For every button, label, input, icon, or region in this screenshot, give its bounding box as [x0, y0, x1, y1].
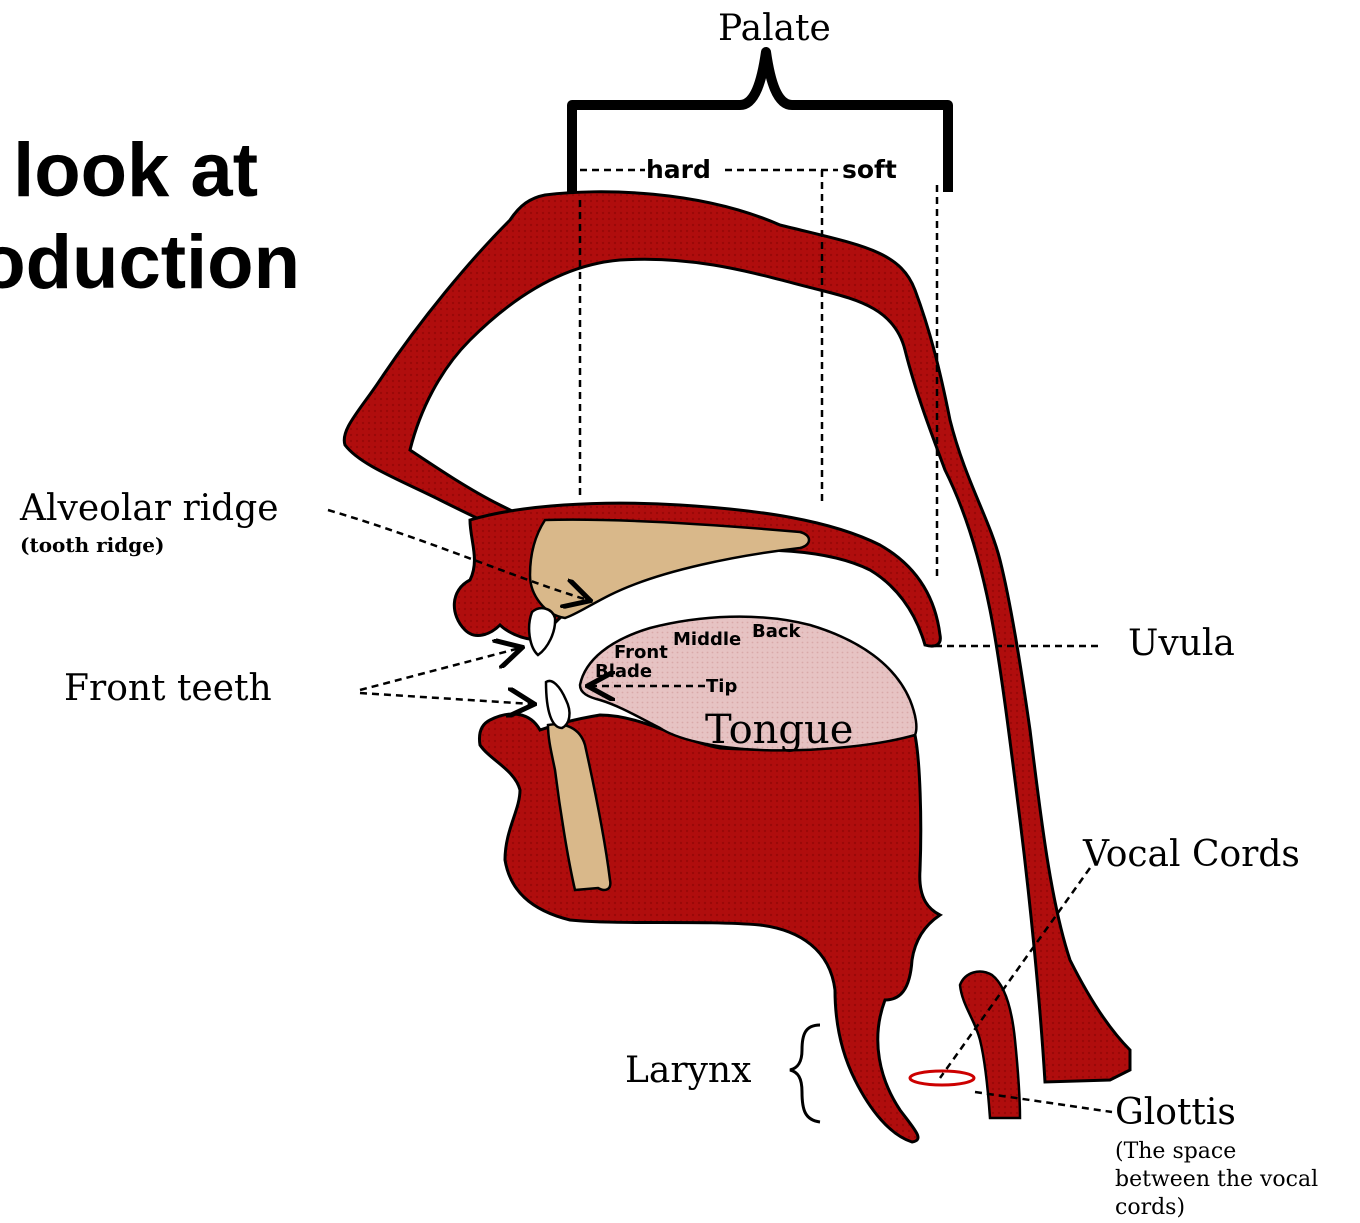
glottis-note-line-3: cords) [1115, 1195, 1185, 1220]
front-teeth-leader-lower [360, 693, 532, 704]
hard-palate-label: hard [646, 155, 711, 184]
tooth-ridge-label: (tooth ridge) [20, 533, 164, 557]
alveolar-ridge-label: Alveolar ridge [19, 488, 279, 529]
upper-jaw-bone [530, 520, 809, 618]
tongue-front-label: Front [614, 642, 668, 663]
tongue-middle-label: Middle [673, 629, 741, 650]
front-teeth-label: Front teeth [64, 668, 272, 709]
tongue-blade-label: Blade [595, 661, 652, 682]
glottis-label: Glottis [1115, 1092, 1236, 1133]
soft-palate-label: soft [842, 155, 897, 184]
upper-front-tooth [529, 608, 555, 655]
palate-label: Palate [718, 8, 831, 49]
vocal-cords-label: Vocal Cords [1082, 834, 1300, 875]
larynx-brace [790, 1025, 820, 1122]
front-teeth-leader-upper [360, 648, 520, 690]
tongue-back-label: Back [752, 621, 802, 642]
larynx-label: Larynx [625, 1050, 751, 1091]
tongue-tip-label: Tip [706, 676, 737, 697]
tongue-label: Tongue [705, 707, 853, 753]
uvula-label: Uvula [1128, 623, 1235, 664]
glottis-note-line-1: (The space [1115, 1139, 1236, 1164]
glottis-note-line-2: between the vocal [1115, 1167, 1318, 1192]
lower-front-tooth [546, 681, 569, 728]
